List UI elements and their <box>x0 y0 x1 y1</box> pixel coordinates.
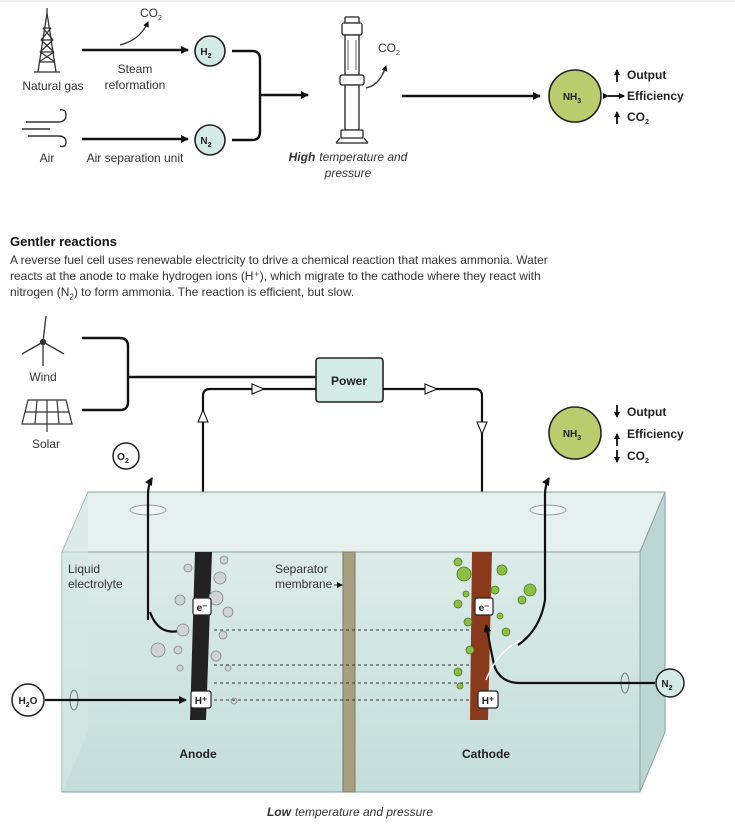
efficiency-label-top: Efficiency <box>627 89 684 103</box>
co2-label-top: CO2 <box>140 6 162 22</box>
h2o-label: H2O <box>19 696 38 709</box>
nh3-label-bottom: NH3 <box>563 429 581 442</box>
air-separation-label: Air separation unit <box>87 151 184 165</box>
flow-arrow-icon <box>424 383 439 395</box>
proton-migration-lines <box>214 629 472 701</box>
liquid-label: Liquid <box>68 562 100 576</box>
cathode-label: Cathode <box>462 747 510 761</box>
solar-panel-icon <box>21 399 73 432</box>
separator-label: Separator <box>275 562 328 576</box>
steam-label: Steam <box>118 62 153 76</box>
proton-box-anode <box>190 690 212 709</box>
anode-electrode <box>190 552 212 720</box>
proton-label-anode: H⁺ <box>195 696 208 707</box>
gentler-reactions-section: Gentler reactions A reverse fuel cell us… <box>10 234 580 305</box>
ammonia-bubbles <box>453 557 537 690</box>
proton-label-cathode: H⁺ <box>482 696 495 707</box>
o2-label: O2 <box>117 452 129 465</box>
power-label: Power <box>331 374 367 388</box>
oxygen-bubbles <box>150 555 238 705</box>
h2-circle <box>194 35 226 67</box>
n2-label-bottom: N2 <box>661 679 672 692</box>
power-bracket <box>82 336 130 412</box>
reactor-caption-line2: pressure <box>324 166 372 180</box>
efficiency-label-bottom: Efficiency <box>627 427 684 441</box>
tank-top <box>61 491 666 553</box>
output-label-bottom: Output <box>627 405 666 419</box>
air-label: Air <box>40 151 55 165</box>
n2-label: N2 <box>200 136 211 149</box>
tank-left-side <box>62 492 88 792</box>
o2-out-arrow <box>145 477 153 620</box>
oil-derrick-icon <box>34 8 60 73</box>
power-box <box>315 357 384 403</box>
co2-metric-bottom: CO2 <box>627 449 649 465</box>
flow-arrow-icon <box>251 383 266 395</box>
electron-box-anode <box>192 597 212 616</box>
flow-arrow-icon <box>197 408 209 423</box>
membrane-label: membrane <box>275 577 333 591</box>
electron-box-cathode <box>474 597 494 616</box>
electrolyte-label: electrolyte <box>68 577 123 591</box>
anode-label: Anode <box>179 747 217 761</box>
o2-circle <box>112 442 140 470</box>
nh3-circle-bottom <box>548 406 602 460</box>
anode-wire <box>201 387 316 540</box>
section-title: Gentler reactions <box>10 234 117 249</box>
merge-bracket <box>232 49 262 142</box>
h2-label: H2 <box>200 47 211 60</box>
section-body: A reverse fuel cell uses renewable elect… <box>10 253 548 302</box>
nh3-vent <box>529 504 567 516</box>
proton-box-cathode <box>477 690 499 709</box>
electron-label-cathode: e⁻ <box>479 603 490 614</box>
metrics-bottom: Output Efficiency CO2 <box>614 405 684 465</box>
co2-metric-top: CO2 <box>627 110 649 126</box>
reactor-co2-arrow <box>365 65 388 89</box>
co2-emission-arrow <box>119 21 149 46</box>
n2-circle-bottom <box>655 668 685 698</box>
solar-label: Solar <box>32 437 60 451</box>
natural-gas-label: Natural gas <box>22 79 83 93</box>
air-wind-icon <box>22 109 67 148</box>
wind-label: Wind <box>29 370 56 384</box>
nh3-label-top: NH3 <box>563 92 581 105</box>
h2o-circle <box>11 683 45 717</box>
metrics-top: Output Efficiency CO2 <box>603 68 684 126</box>
output-label-top: Output <box>627 68 666 82</box>
nh3-out-arrow <box>517 477 550 646</box>
separator-membrane <box>342 551 356 793</box>
n2-reaction-curve <box>485 639 523 681</box>
reactor-co2-label: CO2 <box>378 41 400 57</box>
flow-arrow-icon <box>476 421 488 436</box>
tank-side <box>639 491 666 793</box>
electron-label-anode: e⁻ <box>197 603 208 614</box>
cathode-wire <box>383 387 484 540</box>
haber-reactor-icon <box>335 16 369 144</box>
nh3-circle-top <box>548 69 602 123</box>
wind-turbine-icon <box>21 315 65 366</box>
reformation-label: reformation <box>105 78 166 92</box>
n2-circle <box>194 124 226 156</box>
